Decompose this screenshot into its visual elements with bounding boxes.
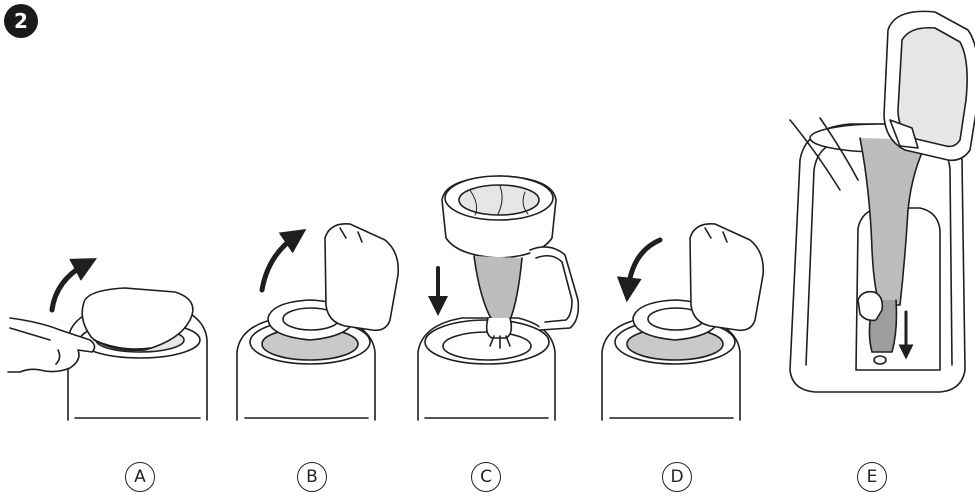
panel-label-d: D <box>662 462 692 492</box>
panel-label-e: E <box>857 462 887 492</box>
panel-label-a: A <box>125 462 155 492</box>
panel-label-b: B <box>297 462 327 492</box>
panel-a-illustration <box>8 264 207 420</box>
panel-label-c: C <box>471 462 501 492</box>
panel-b-illustration <box>237 224 398 420</box>
panel-c-illustration <box>418 176 578 420</box>
panel-d-illustration <box>602 224 763 420</box>
panel-e-illustration <box>790 11 975 392</box>
